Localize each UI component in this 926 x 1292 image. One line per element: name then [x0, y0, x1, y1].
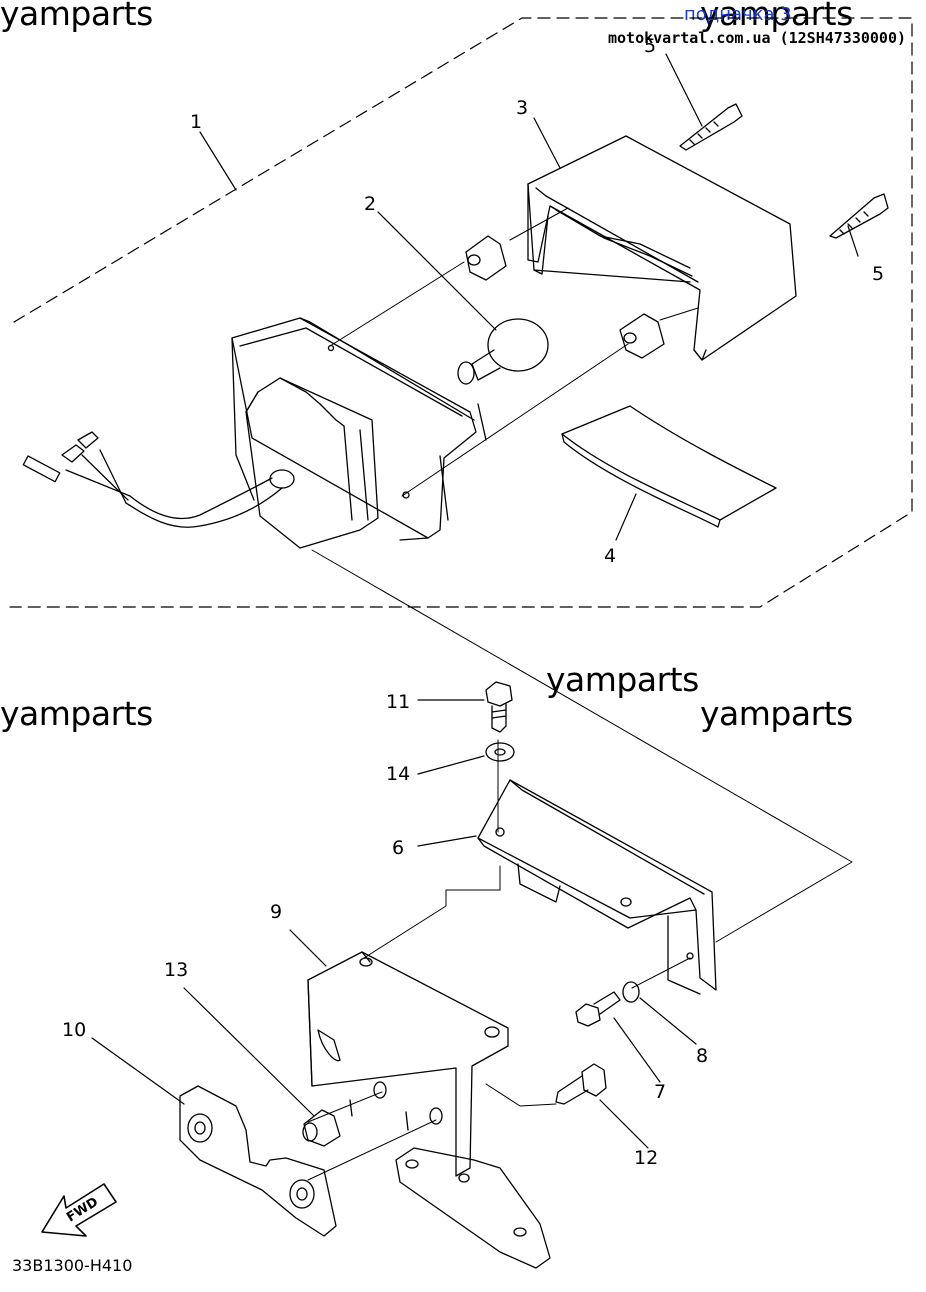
callout-3: 3: [516, 97, 528, 119]
grommet-upper: [465, 235, 507, 281]
grommet-lower: [619, 313, 665, 359]
bolt-11: [485, 681, 513, 733]
callout-13: 13: [164, 959, 188, 981]
washer-14: [485, 742, 515, 762]
drawing-code: 33B1300-H410: [12, 1256, 133, 1275]
callout-5b: 5: [872, 263, 884, 285]
reflector-sticker: [561, 405, 777, 528]
screw-upper: [679, 103, 743, 151]
lamp-housing: [231, 317, 477, 541]
watermark-left: yamparts: [0, 694, 153, 733]
source-caption: motokvartal.com.ua (12SH47330000): [608, 29, 907, 47]
callout-11: 11: [386, 691, 410, 713]
watermark-middle: yamparts: [546, 660, 699, 699]
plate-lower: [395, 1147, 551, 1269]
wiring-harness: [22, 431, 283, 528]
bolt-7: [575, 991, 621, 1027]
bolt-12: [555, 1063, 607, 1105]
fwd-arrow-icon: FWD: [41, 1183, 117, 1237]
washer-8: [622, 981, 640, 1003]
alignment-lines: [307, 207, 853, 1181]
watermark-top-right: yamparts: [700, 0, 853, 33]
callout-7: 7: [654, 1081, 666, 1103]
plate-10: [179, 1085, 337, 1237]
callout-9: 9: [270, 901, 282, 923]
callout-6: 6: [392, 837, 404, 859]
leader-lines: [91, 53, 859, 1149]
callout-12: 12: [634, 1147, 658, 1169]
callout-2: 2: [364, 193, 376, 215]
callout-10: 10: [62, 1019, 86, 1041]
callout-8: 8: [696, 1045, 708, 1067]
callout-5a: 5: [644, 35, 656, 57]
watermark-top-left: yamparts: [0, 0, 153, 33]
lens: [527, 135, 797, 361]
fwd-label: FWD: [64, 1195, 101, 1226]
callout-4: 4: [604, 545, 616, 567]
screw-right: [829, 193, 889, 239]
assembly-boundary: [9, 17, 913, 608]
callout-1: 1: [190, 111, 202, 133]
bulb: [457, 318, 549, 441]
catalog-link[interactable]: подначка 3: [684, 4, 792, 25]
grommet-13: [302, 1109, 341, 1147]
bracket-9: [307, 951, 509, 1177]
bracket-6: [477, 779, 717, 995]
callout-numbers: 1 2 3 4 5 5 6 7 8 9 10 11 12 13 14: [62, 35, 884, 1169]
callout-14: 14: [386, 763, 410, 785]
lamp-socket-box: [245, 377, 379, 549]
watermark-right: yamparts: [700, 694, 853, 733]
